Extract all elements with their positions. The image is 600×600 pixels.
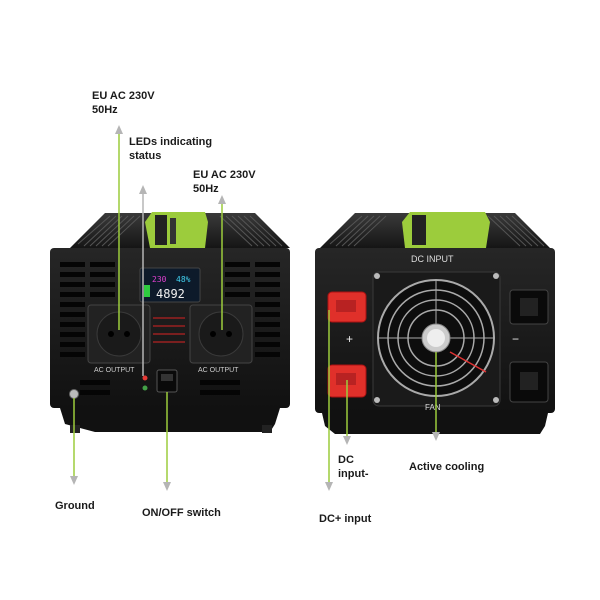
dc-minus-sign: − (512, 332, 519, 346)
inverter-front-view: 230 48% 4892 AC OUTPUT AC OUTPUT (50, 212, 290, 433)
fan-label: FAN (425, 403, 441, 412)
lcd-percent: 48% (176, 275, 191, 284)
dc-plus-sign: + (346, 332, 353, 346)
dc-input-label: DC INPUT (411, 254, 454, 264)
ac-output-right-label: AC OUTPUT (198, 367, 239, 374)
callout-lines (70, 125, 440, 491)
ground-screw (69, 389, 79, 399)
label-active-cooling: Active cooling (409, 461, 485, 473)
ac-output-left-label: AC OUTPUT (94, 367, 135, 374)
lcd-voltage: 230 (152, 275, 167, 284)
label-ground: Ground (55, 500, 95, 512)
dc-positive-terminal (327, 291, 367, 323)
ac-socket-right (189, 304, 253, 364)
inverter-back-view: DC INPUT FAN + − (315, 212, 555, 434)
label-leds-status: LEDs indicating status (129, 136, 213, 162)
label-on-off-switch: ON/OFF switch (142, 507, 221, 519)
lcd-display: 230 48% 4892 (139, 267, 201, 303)
status-led-red (142, 375, 148, 381)
label-dc-input-minus: DC input- (338, 454, 369, 480)
status-led-green (142, 385, 148, 391)
lcd-power: 4892 (156, 287, 185, 301)
label-eu-ac-right: EU AC 230V 50Hz (193, 169, 256, 195)
label-dc-plus-input: DC+ input (319, 513, 372, 525)
label-eu-ac-left: EU AC 230V 50Hz (92, 90, 155, 116)
